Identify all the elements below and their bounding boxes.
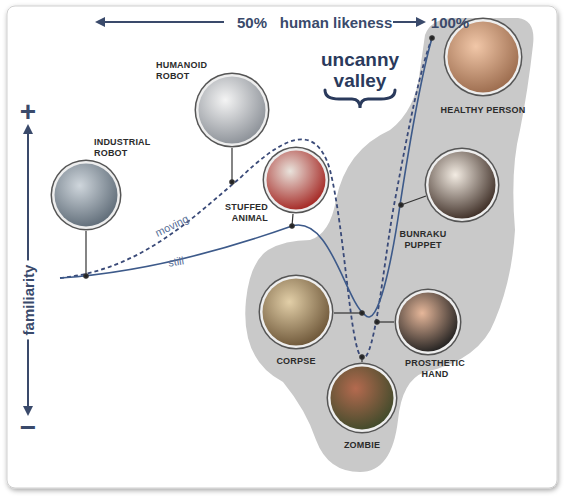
node-label: STUFFED ANIMAL xyxy=(216,202,268,224)
photo-circle xyxy=(326,362,398,434)
axis-label: − xyxy=(20,412,36,444)
axis-label: still xyxy=(167,254,185,269)
photo-circle xyxy=(258,274,334,350)
photo-circle xyxy=(262,146,330,214)
photo-node: CORPSE xyxy=(258,274,334,350)
valley-brace xyxy=(325,90,395,108)
photo-node: HUMANOID ROBOT xyxy=(194,72,270,148)
axis-label: familiarity xyxy=(20,261,37,340)
photo-node: INDUSTRIAL ROBOT xyxy=(50,159,122,231)
axis-arrow xyxy=(27,126,29,250)
leader-lines xyxy=(84,36,434,362)
axis-label: 50% xyxy=(237,14,267,31)
axis-label: + xyxy=(20,96,36,128)
valley-region xyxy=(245,18,533,472)
photo-circle xyxy=(424,147,500,223)
axis-arrow xyxy=(97,21,224,23)
axis-label: human likeness xyxy=(280,14,393,31)
node-label: ZOMBIE xyxy=(312,440,412,451)
photo-node: BUNRAKU PUPPET xyxy=(424,147,500,223)
node-label: CORPSE xyxy=(246,356,346,367)
node-label: HEALTHY PERSON xyxy=(428,105,538,116)
node-label: INDUSTRIAL ROBOT xyxy=(94,137,156,159)
photo-node: PROSTHETIC HAND xyxy=(394,288,462,356)
frame xyxy=(7,6,557,488)
node-label: PROSTHETIC HAND xyxy=(400,358,470,380)
axis-label: 100% xyxy=(431,14,469,31)
photo-circle xyxy=(50,159,122,231)
axis-label: uncanny valley xyxy=(312,49,408,91)
node-label: BUNRAKU PUPPET xyxy=(394,229,452,251)
photo-circle xyxy=(394,288,462,356)
photo-circle xyxy=(194,72,270,148)
photo-node: STUFFED ANIMAL xyxy=(262,146,330,214)
node-label: HUMANOID ROBOT xyxy=(156,60,214,82)
axis-arrow xyxy=(393,21,424,23)
photo-node: ZOMBIE xyxy=(326,362,398,434)
